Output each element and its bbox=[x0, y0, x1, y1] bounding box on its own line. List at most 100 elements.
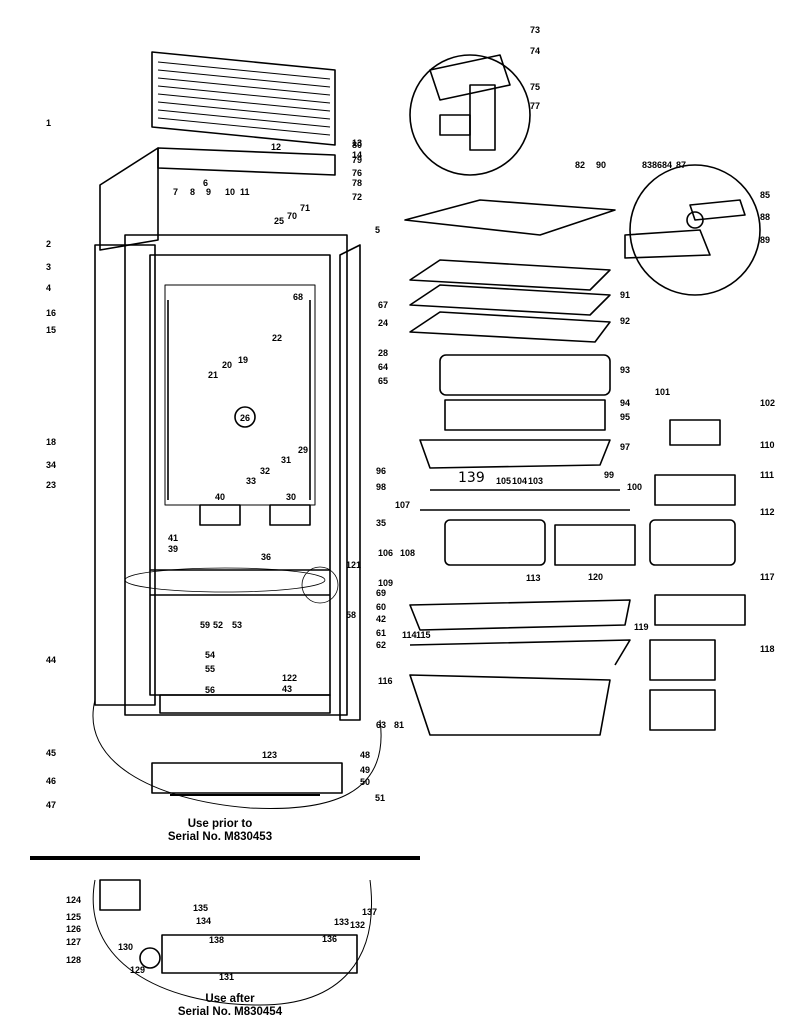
callout-15: 15 bbox=[46, 325, 57, 335]
callout-65: 65 bbox=[378, 376, 389, 386]
callout-11: 11 bbox=[240, 187, 250, 197]
top-grille bbox=[151, 51, 336, 146]
lower-hinge-detail bbox=[624, 164, 761, 296]
callout-92: 92 bbox=[620, 316, 631, 326]
callout-2: 2 bbox=[46, 239, 52, 249]
callout-59: 59 bbox=[200, 620, 211, 630]
callout-60: 60 bbox=[376, 602, 387, 612]
caption-top-line1: Use prior to bbox=[187, 818, 253, 830]
callout-118: 118 bbox=[760, 644, 775, 654]
callout-54: 54 bbox=[205, 650, 216, 660]
callout-95: 95 bbox=[620, 412, 631, 422]
callout-112: 112 bbox=[760, 507, 775, 517]
callout-93: 93 bbox=[620, 365, 631, 375]
callout-126: 126 bbox=[66, 924, 82, 934]
callout-41: 41 bbox=[168, 533, 179, 543]
callout-32: 32 bbox=[260, 466, 271, 476]
callout-34: 34 bbox=[46, 460, 57, 470]
callout-3: 3 bbox=[46, 262, 52, 272]
callout-31: 31 bbox=[281, 455, 292, 465]
callout-51: 51 bbox=[375, 793, 386, 803]
callout-102: 102 bbox=[760, 398, 776, 408]
callout-74: 74 bbox=[530, 46, 541, 56]
callout-108: 108 bbox=[400, 548, 416, 558]
shelves bbox=[404, 199, 616, 343]
callout-124: 124 bbox=[66, 895, 82, 905]
callout-7: 7 bbox=[173, 187, 179, 197]
callout-42: 42 bbox=[376, 614, 387, 624]
callout-25: 25 bbox=[274, 216, 285, 226]
callout-1: 1 bbox=[46, 118, 52, 128]
callout-105: 105 bbox=[496, 476, 512, 486]
callout-120: 120 bbox=[588, 572, 604, 582]
callout-83: 83 bbox=[642, 160, 653, 170]
callout-135: 135 bbox=[193, 903, 209, 913]
callout-87: 87 bbox=[676, 160, 687, 170]
callout-13: 13 bbox=[352, 138, 363, 148]
callout-68: 68 bbox=[293, 292, 304, 302]
cabinet bbox=[94, 147, 361, 721]
callout-43: 43 bbox=[282, 684, 293, 694]
callout-117: 117 bbox=[760, 572, 775, 582]
callout-88: 88 bbox=[760, 212, 771, 222]
callout-90: 90 bbox=[596, 160, 607, 170]
callout-53: 53 bbox=[232, 620, 243, 630]
callout-106: 106 bbox=[378, 548, 394, 558]
callout-5: 5 bbox=[375, 225, 381, 235]
callout-107: 107 bbox=[395, 500, 411, 510]
callout-55: 55 bbox=[205, 664, 216, 674]
callout-78: 78 bbox=[352, 178, 363, 188]
door-parts bbox=[409, 354, 746, 736]
callout-46: 46 bbox=[46, 776, 57, 786]
callout-6: 6 bbox=[203, 178, 209, 188]
serial-inset bbox=[92, 879, 372, 1006]
callout-127: 127 bbox=[66, 937, 82, 947]
callout-137: 137 bbox=[362, 907, 378, 917]
callout-20: 20 bbox=[222, 360, 233, 370]
callout-123: 123 bbox=[262, 750, 278, 760]
callout-139: 139 bbox=[458, 470, 485, 486]
callout-63: 63 bbox=[376, 720, 387, 730]
callout-114: 114 bbox=[402, 630, 417, 640]
callout-49: 49 bbox=[360, 765, 371, 775]
callout-99: 99 bbox=[604, 470, 615, 480]
callout-56: 56 bbox=[205, 685, 216, 695]
callout-111: 111 bbox=[760, 470, 775, 480]
callout-70: 70 bbox=[287, 211, 298, 221]
callout-4: 4 bbox=[46, 283, 52, 293]
callout-122: 122 bbox=[282, 673, 298, 683]
callout-89: 89 bbox=[760, 235, 771, 245]
callout-113: 113 bbox=[526, 573, 541, 583]
callout-119: 119 bbox=[634, 622, 649, 632]
callout-125: 125 bbox=[66, 912, 82, 922]
callout-132: 132 bbox=[350, 920, 366, 930]
callout-91: 91 bbox=[620, 290, 631, 300]
callout-61: 61 bbox=[376, 628, 387, 638]
callout-77: 77 bbox=[530, 101, 541, 111]
callout-23: 23 bbox=[46, 480, 57, 490]
callout-97: 97 bbox=[620, 442, 631, 452]
caption-bottom-line1: Use after bbox=[205, 993, 255, 1005]
callout-133: 133 bbox=[334, 917, 350, 927]
callout-81: 81 bbox=[394, 720, 405, 730]
callout-10: 10 bbox=[225, 187, 236, 197]
callout-76: 76 bbox=[352, 168, 363, 178]
base-detail bbox=[92, 699, 382, 810]
callout-52: 52 bbox=[213, 620, 224, 630]
callout-131: 131 bbox=[219, 972, 235, 982]
callout-26: 26 bbox=[240, 413, 251, 423]
callout-73: 73 bbox=[530, 25, 541, 35]
callout-18: 18 bbox=[46, 437, 57, 447]
callout-94: 94 bbox=[620, 398, 631, 408]
callout-33: 33 bbox=[246, 476, 257, 486]
callout-115: 115 bbox=[416, 630, 431, 640]
callout-64: 64 bbox=[378, 362, 389, 372]
callout-101: 101 bbox=[655, 387, 671, 397]
callout-9: 9 bbox=[206, 187, 212, 197]
callout-86: 86 bbox=[652, 160, 663, 170]
callout-28: 28 bbox=[378, 348, 389, 358]
callout-96: 96 bbox=[376, 466, 387, 476]
callout-16: 16 bbox=[46, 308, 57, 318]
caption-top: Use prior to Serial No. M830453 bbox=[140, 818, 300, 844]
